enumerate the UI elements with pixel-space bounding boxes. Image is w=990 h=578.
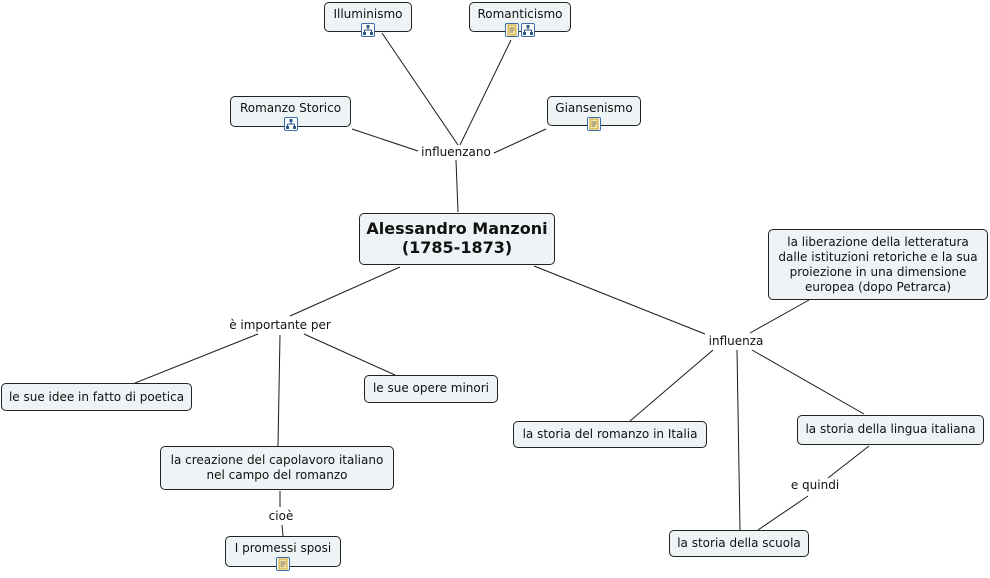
link-romanzo-storico-influenzano: [351, 128, 419, 152]
link-romanticismo-influenzano: [459, 39, 512, 146]
submap-icon[interactable]: [283, 117, 298, 131]
concept-opere-minori[interactable]: le sue opere minori: [364, 375, 498, 403]
concept-capolavoro-line1: la creazione del capolavoro italiano: [170, 453, 384, 467]
concept-romanticismo-label: Romanticismo: [477, 7, 563, 21]
concept-manzoni-name: Alessandro Manzoni: [366, 219, 548, 238]
concept-romanzo-storico[interactable]: Romanzo Storico: [230, 96, 351, 131]
link-influenzano-manzoni: [455, 159, 459, 213]
document-icon[interactable]: [587, 117, 601, 131]
concept-illuminismo-label: Illuminismo: [333, 7, 403, 21]
link-influenza-scuola: [736, 349, 741, 531]
document-icon[interactable]: [276, 557, 290, 571]
concept-liberazione-line1: la liberazione della letteratura: [787, 234, 969, 249]
concept-manzoni-dates: (1785-1873): [401, 238, 513, 257]
phrase-cioe: cioè: [266, 509, 296, 523]
concept-romanzo-storico-label: Romanzo Storico: [239, 101, 342, 115]
concept-storia-scuola-label: la storia della scuola: [677, 536, 801, 550]
phrase-influenza: influenza: [706, 334, 766, 348]
concept-illuminismo[interactable]: Illuminismo: [324, 2, 412, 37]
concept-idee-poetica-label: le sue idee in fatto di poetica: [8, 390, 185, 404]
concept-storia-romanzo-label: la storia del romanzo in Italia: [522, 427, 698, 441]
concept-promessi-sposi[interactable]: I promessi sposi: [225, 536, 341, 571]
concept-giansenismo[interactable]: Giansenismo: [547, 96, 641, 131]
link-giansenismo-influenzano: [493, 128, 547, 154]
link-influenza-romanzo-italia: [629, 349, 714, 422]
concept-capolavoro-line2: nel campo del romanzo: [206, 468, 348, 482]
concept-capolavoro[interactable]: la creazione del capolavoro italiano nel…: [160, 446, 394, 490]
phrase-influenzano: influenzano: [419, 145, 493, 159]
concept-liberazione-line4: europea (dopo Petrarca): [804, 279, 952, 294]
concept-storia-lingua[interactable]: la storia della lingua italiana: [797, 415, 984, 445]
link-illuminismo-influenzano: [381, 32, 459, 146]
link-importante-capolavoro: [277, 334, 281, 447]
concept-liberazione-line3: proiezione in una dimensione: [789, 264, 967, 279]
concept-giansenismo-label: Giansenismo: [555, 101, 633, 115]
submap-icon[interactable]: [361, 23, 375, 37]
link-lingua-equindi: [827, 445, 870, 479]
concept-liberazione-line2: dalle istituzioni retoriche e la sua: [778, 249, 978, 264]
phrase-importante-per: è importante per: [227, 318, 333, 332]
concept-alessandro-manzoni[interactable]: Alessandro Manzoni (1785-1873): [359, 213, 555, 265]
submap-icon[interactable]: [521, 23, 535, 37]
link-influenza-lingua: [751, 349, 865, 415]
concept-liberazione-letteratura[interactable]: la liberazione della letteratura dalle i…: [768, 229, 988, 300]
link-importante-opere: [303, 333, 396, 376]
concept-promessi-sposi-label: I promessi sposi: [234, 541, 332, 555]
concept-storia-romanzo[interactable]: la storia del romanzo in Italia: [513, 421, 707, 448]
phrase-e-quindi: e quindi: [788, 478, 842, 492]
concept-opere-minori-label: le sue opere minori: [372, 381, 490, 395]
link-importante-idee: [134, 333, 259, 384]
document-icon[interactable]: [505, 23, 519, 37]
link-manzoni-importante: [289, 266, 401, 317]
concept-storia-lingua-label: la storia della lingua italiana: [805, 422, 976, 436]
concept-idee-poetica[interactable]: le sue idee in fatto di poetica: [1, 383, 192, 411]
concept-storia-scuola[interactable]: la storia della scuola: [669, 530, 809, 557]
concept-romanticismo[interactable]: Romanticismo: [469, 2, 571, 37]
link-equindi-scuola: [757, 495, 809, 531]
link-cioe-promessi: [281, 524, 284, 537]
link-influenza-liberazione: [749, 299, 810, 334]
link-manzoni-influenza: [533, 265, 706, 335]
